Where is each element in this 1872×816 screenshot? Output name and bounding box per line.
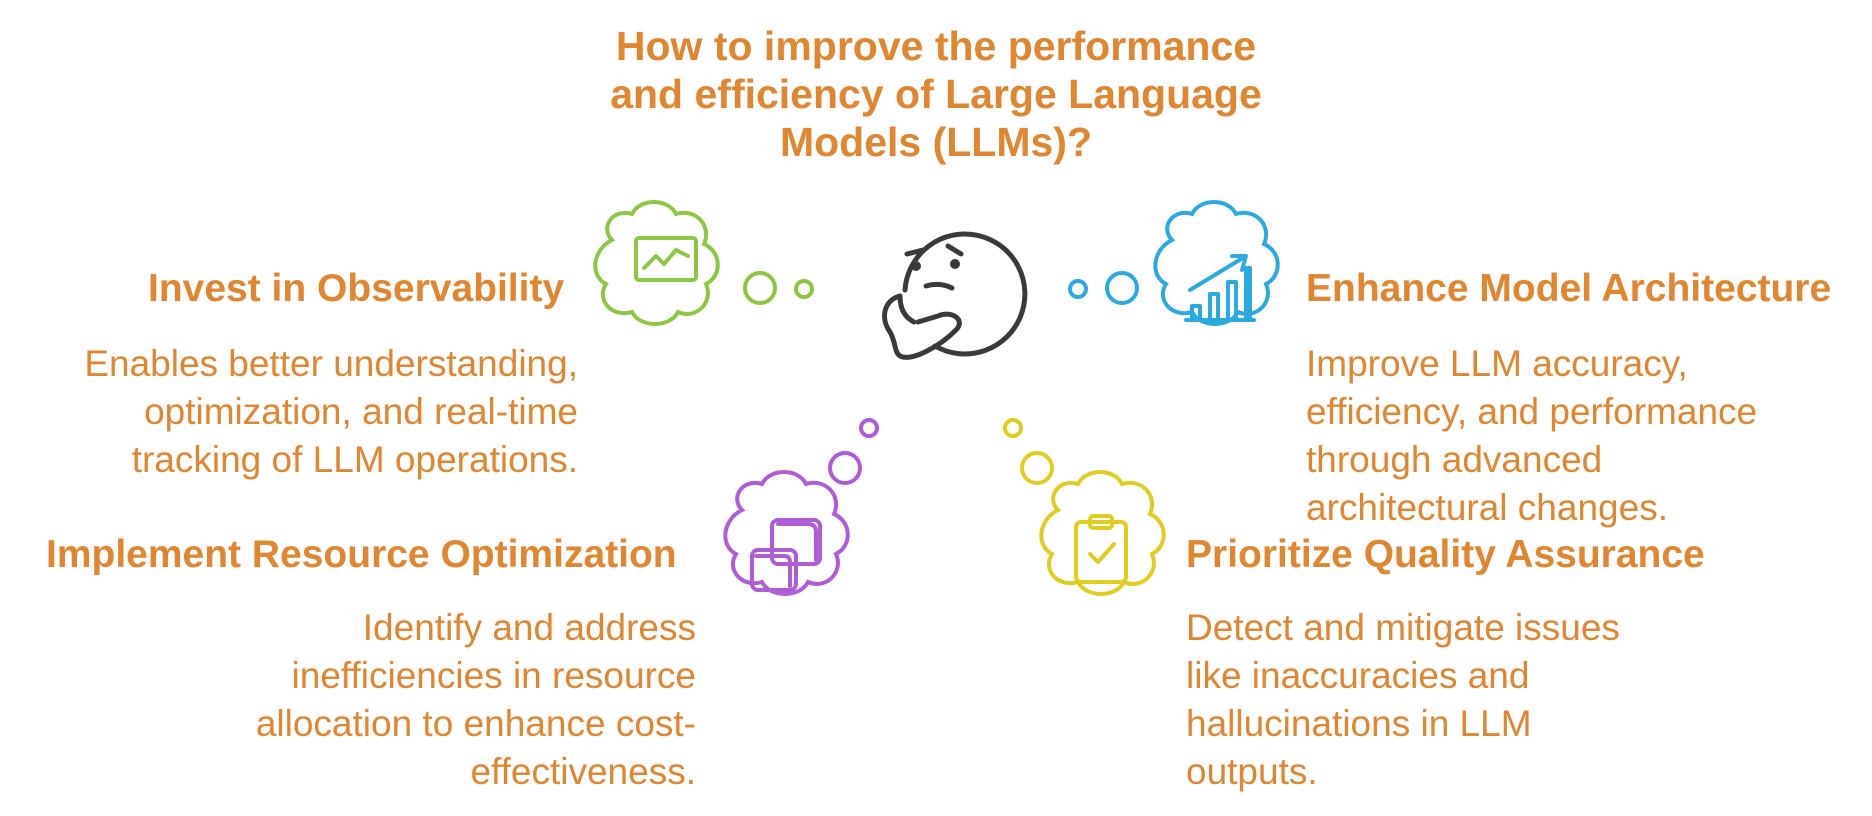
- thought-dot-small: [1003, 418, 1023, 438]
- face-eye-left: [911, 261, 921, 271]
- line-chart-icon: [634, 236, 698, 282]
- quality-description: Detect and mitigate issues like inaccura…: [1186, 607, 1620, 792]
- quality-heading: Prioritize Quality Assurance: [1186, 533, 1705, 576]
- thought-dot-small: [794, 279, 814, 299]
- face-outline: [902, 231, 1028, 357]
- cloud-bubble: [1153, 200, 1280, 326]
- thought-dot-small: [859, 418, 879, 438]
- architecture-description: Improve LLM accuracy, efficiency, and pe…: [1306, 343, 1758, 528]
- thinking-face-icon: [882, 231, 1028, 360]
- face-eye-right: [950, 259, 960, 269]
- observability-description: Enables better understanding, optimizati…: [84, 343, 578, 480]
- resource-description: Identify and address inefficiencies in r…: [255, 607, 696, 792]
- thought-dot-small: [1068, 279, 1088, 299]
- resource-icon-bubble: [723, 418, 879, 596]
- thought-dot-large: [1020, 451, 1054, 485]
- cloud-bubble: [593, 200, 720, 326]
- growth-arrow: [1188, 254, 1248, 292]
- clipboard-check-icon: [1074, 520, 1128, 584]
- page-title: How to improve the performance and effic…: [610, 23, 1262, 165]
- route-arrow-icon: [754, 522, 818, 588]
- line-chart-line: [642, 248, 690, 270]
- observability-heading: Invest in Observability: [148, 267, 565, 310]
- architecture-heading: Enhance Model Architecture: [1306, 267, 1832, 310]
- thought-dot-large: [1105, 271, 1139, 305]
- face-brow-right: [945, 243, 964, 257]
- face-brow-left: [904, 247, 926, 257]
- cloud-bubble: [723, 470, 850, 596]
- face-hand: [882, 293, 962, 360]
- face-mouth: [923, 281, 955, 291]
- observability-icon-bubble: [593, 200, 814, 326]
- thought-dot-large: [743, 271, 777, 305]
- clipboard-clip: [1088, 514, 1114, 530]
- bar-chart-growth-icon: [1184, 266, 1256, 322]
- route-block-bottom: [750, 548, 798, 592]
- check-mark: [1088, 542, 1116, 564]
- thought-dot-large: [828, 451, 862, 485]
- quality-icon-bubble: [1003, 418, 1166, 596]
- resource-heading: Implement Resource Optimization: [46, 533, 677, 576]
- architecture-icon-bubble: [1068, 200, 1280, 326]
- cloud-bubble: [1039, 470, 1166, 596]
